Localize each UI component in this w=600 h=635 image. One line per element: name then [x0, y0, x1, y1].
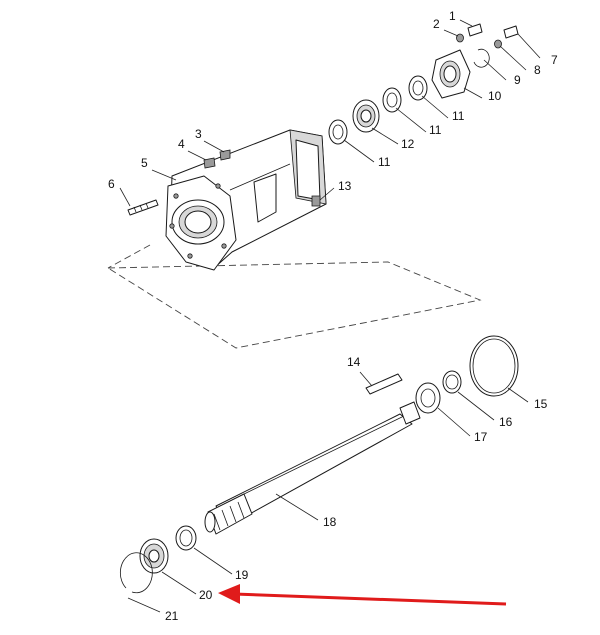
bearing-cover [431, 49, 471, 99]
part-number-label: 20 [199, 588, 213, 602]
part-number-label: 19 [235, 568, 249, 582]
part-number-label: 1 [449, 9, 456, 23]
grease-fittings [203, 149, 231, 169]
leader-line [343, 139, 375, 163]
leader-line [359, 371, 373, 387]
leader-line [203, 140, 225, 153]
leader-line [127, 597, 161, 613]
assembly-axis-upper [107, 244, 151, 269]
spacer-rings [328, 75, 428, 145]
part-number-label: 11 [429, 123, 442, 137]
part-number-label: 5 [141, 156, 148, 170]
part-number-label: 12 [401, 137, 415, 151]
part-number-label: 17 [474, 430, 488, 444]
drive-shaft [204, 401, 421, 535]
leader-line [151, 169, 177, 181]
bearing-upper [352, 99, 380, 133]
leader-line [371, 127, 399, 145]
leader-line [421, 95, 449, 119]
key [365, 373, 403, 395]
part-number-label: 11 [378, 155, 391, 169]
part-number-label: 8 [534, 63, 541, 77]
part-number-label: 18 [323, 515, 337, 529]
leader-line [395, 107, 427, 133]
part-number-label: 7 [551, 53, 558, 67]
leader-line [463, 87, 483, 99]
part-number-label: 10 [488, 89, 502, 103]
leader-line [193, 547, 233, 575]
leader-line [119, 187, 131, 207]
part-number-label: 6 [108, 177, 115, 191]
leader-line [459, 19, 473, 27]
circlip-21 [119, 552, 153, 594]
leader-line [319, 187, 335, 201]
washer-8 [494, 39, 502, 49]
stud-bolt [127, 199, 159, 216]
circlip-upper [473, 48, 490, 68]
leader-line [507, 387, 529, 403]
part-number-label: 14 [347, 355, 361, 369]
leader-line [517, 33, 541, 59]
bolt-1 [467, 23, 483, 37]
leader-line [437, 407, 471, 437]
bearing-20 [139, 538, 169, 574]
part-number-label: 4 [178, 137, 185, 151]
leader-line [457, 391, 495, 421]
bolt-7 [503, 25, 519, 39]
leader-line [443, 29, 459, 37]
assembly-envelope-upper [106, 261, 482, 349]
part-number-label: 2 [433, 17, 440, 31]
part-number-label: 9 [514, 73, 521, 87]
leader-line [161, 571, 197, 595]
leader-line [483, 59, 507, 81]
spacer-19 [175, 525, 197, 551]
highlight-arrow [218, 584, 507, 606]
part-number-label: 3 [195, 127, 202, 141]
leader-line [187, 150, 207, 161]
shaft-rings [415, 335, 519, 414]
part-number-label: 11 [452, 109, 465, 123]
axle-housing [165, 129, 327, 271]
part-number-label: 15 [534, 397, 548, 411]
leader-line [499, 45, 527, 71]
plug [311, 195, 321, 207]
part-number-label: 16 [499, 415, 513, 429]
part-number-label: 13 [338, 179, 352, 193]
leader-line [275, 493, 319, 521]
part-number-label: 21 [165, 609, 179, 623]
washer-2 [456, 33, 464, 43]
